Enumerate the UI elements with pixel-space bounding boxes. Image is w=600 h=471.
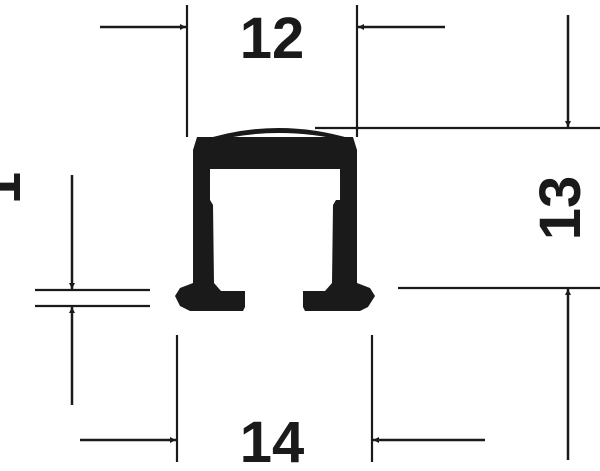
dimension-height: 13 [315,15,600,460]
profile-body [175,137,375,311]
dimension-label-13: 13 [528,176,593,241]
dimension-thickness: 1 [0,172,150,405]
dimension-label-12: 12 [240,6,305,71]
profile-arc-cover [200,127,352,143]
dimension-label-1: 1 [0,172,33,204]
dimension-bottom-width: 14 [80,335,485,471]
dimension-top-width: 12 [100,5,445,137]
dimension-label-14: 14 [240,410,305,471]
track-profile [175,127,375,311]
